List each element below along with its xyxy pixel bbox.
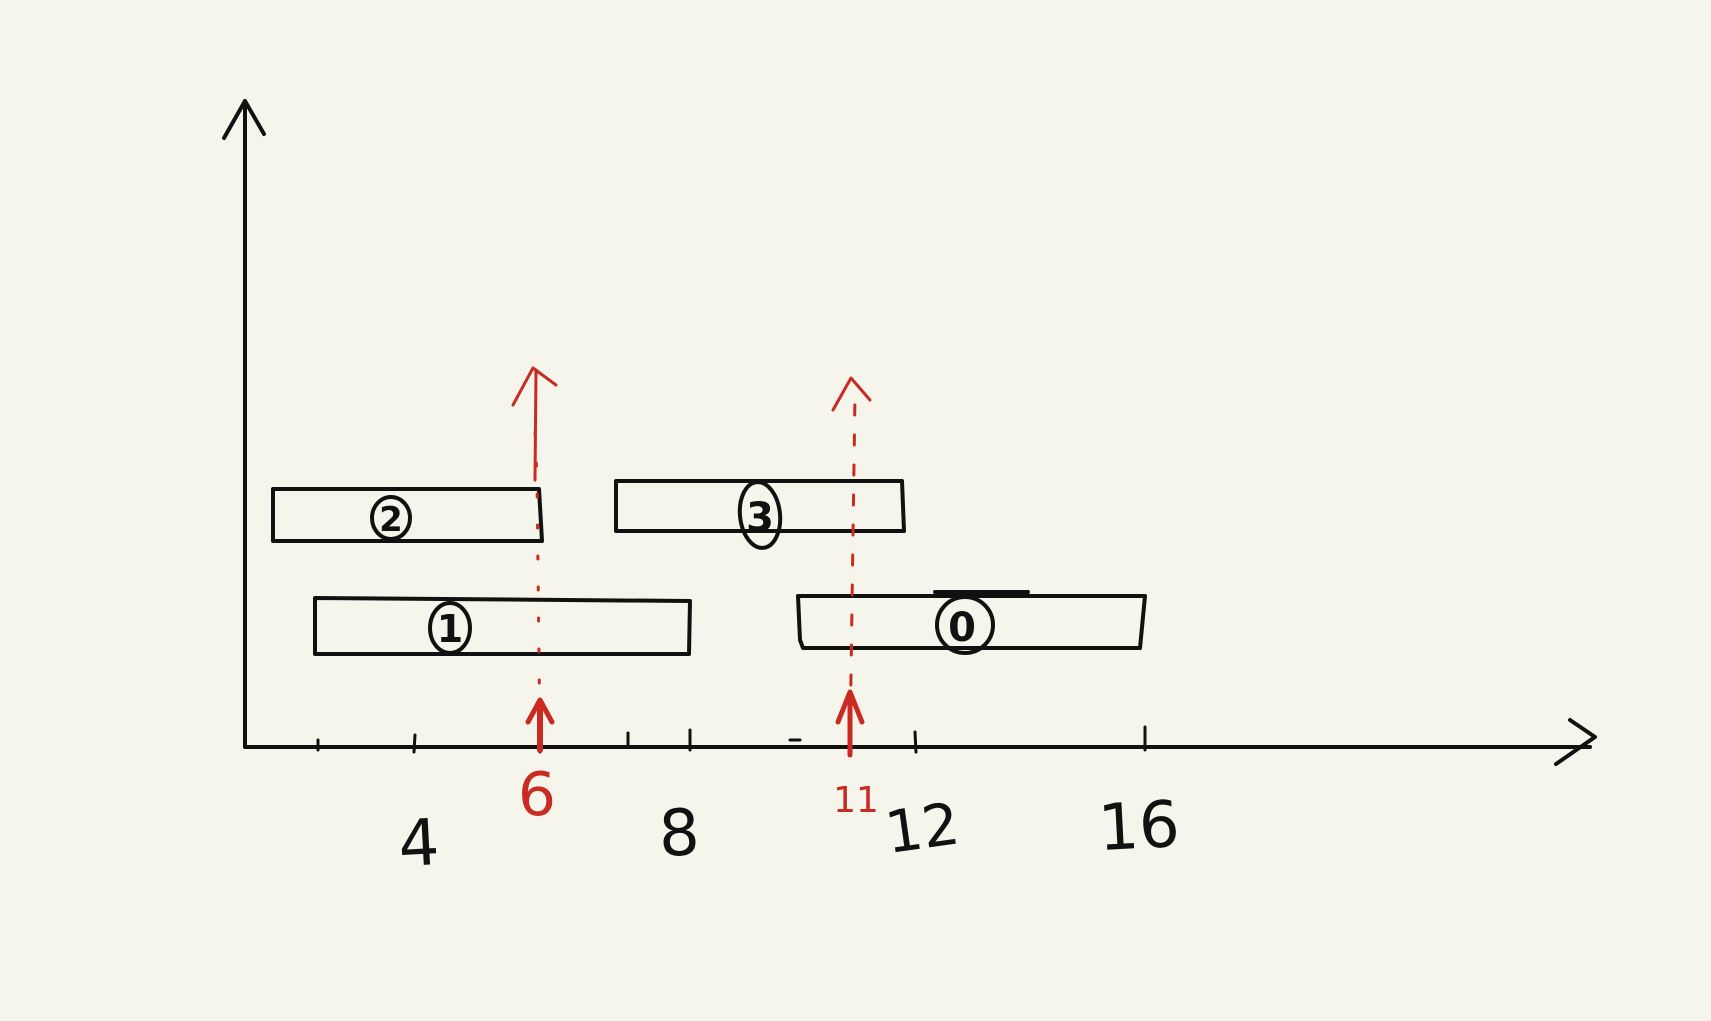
circle-label-3 <box>737 480 783 550</box>
interval-box-2 <box>271 487 544 543</box>
marker-line-6-upper <box>533 368 538 482</box>
tick-label-8: 8 <box>658 796 701 871</box>
marker-arrowhead-11-top <box>831 376 872 412</box>
x-tick-labels: 4 8 12 16 <box>397 788 1182 882</box>
interval-label-2: 2 <box>379 500 403 540</box>
marker-labels: 6 11 <box>518 760 879 830</box>
interval-label-text: 2 3 1 0 <box>379 495 976 651</box>
interval-label-3: 3 <box>746 495 774 541</box>
interval-labels <box>370 480 995 655</box>
interval-box-0 <box>796 594 1147 650</box>
interval-label-1: 1 <box>437 607 463 651</box>
x-axis-arrowhead <box>1554 718 1597 766</box>
tick-label-16: 16 <box>1096 788 1181 866</box>
marker-label-11: 11 <box>833 780 879 821</box>
marker-lines <box>511 366 872 758</box>
interval-label-0: 0 <box>948 605 976 651</box>
circle-label-1 <box>428 601 472 655</box>
marker-arrowhead-6-top <box>511 366 558 407</box>
tick-12 <box>913 730 918 754</box>
circle-label-2 <box>370 495 412 541</box>
axes <box>222 99 1597 766</box>
y-axis-arrowhead <box>222 99 266 140</box>
interval-box-1 <box>313 596 692 656</box>
circle-label-0 <box>935 595 995 655</box>
tick-label-12: 12 <box>881 789 964 867</box>
tick-4 <box>412 733 417 754</box>
interval-boxes <box>271 479 1147 656</box>
marker-arrowhead-11-base <box>835 689 865 725</box>
tick-label-4: 4 <box>397 806 442 882</box>
marker-arrowhead-6-base <box>525 697 555 725</box>
marker-label-6: 6 <box>518 760 556 830</box>
interval-box-3 <box>614 479 906 533</box>
